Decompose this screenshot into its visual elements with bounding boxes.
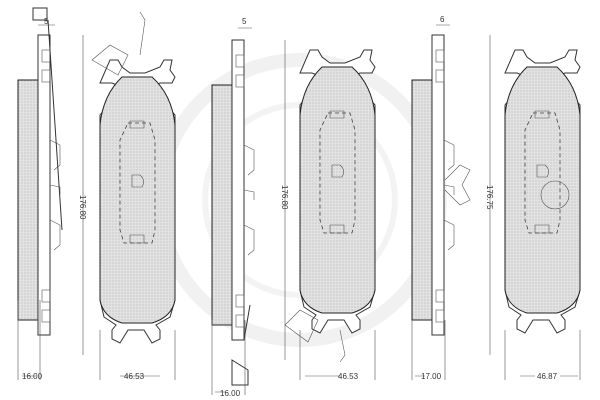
pad-3-side-view (411, 34, 455, 336)
pad-2-thickness-top: 5 (242, 17, 247, 26)
pad-3-thickness-bottom: 17.00 (421, 372, 442, 381)
pad-1-thickness-bottom: 16.00 (22, 372, 43, 381)
pad-2: 5 16.00 46.53 176.80 (211, 17, 376, 398)
pad-1-side-view (17, 34, 61, 336)
pad-3-width: 46.87 (537, 372, 558, 381)
pad-1-height: 176.80 (78, 195, 87, 220)
pad-3-height: 176.75 (485, 185, 494, 210)
pad-2-front-view (299, 49, 376, 334)
pad-2-thickness-bottom: 16.00 (220, 389, 241, 398)
pad-1-thickness-top: 5 (44, 17, 49, 26)
pad-1: 5 16.00 46.53 176.80 (17, 7, 176, 381)
pad-1-width: 46.53 (124, 372, 145, 381)
pad-2-side-view (211, 39, 255, 341)
pad-3: 6 17.00 46.87 176.75 (411, 15, 581, 381)
pad-2-height: 176.80 (280, 185, 289, 210)
pad-3-thickness-top: 6 (440, 15, 445, 24)
pad-1-front-view (99, 59, 176, 344)
pad-2-width: 46.53 (338, 372, 359, 381)
